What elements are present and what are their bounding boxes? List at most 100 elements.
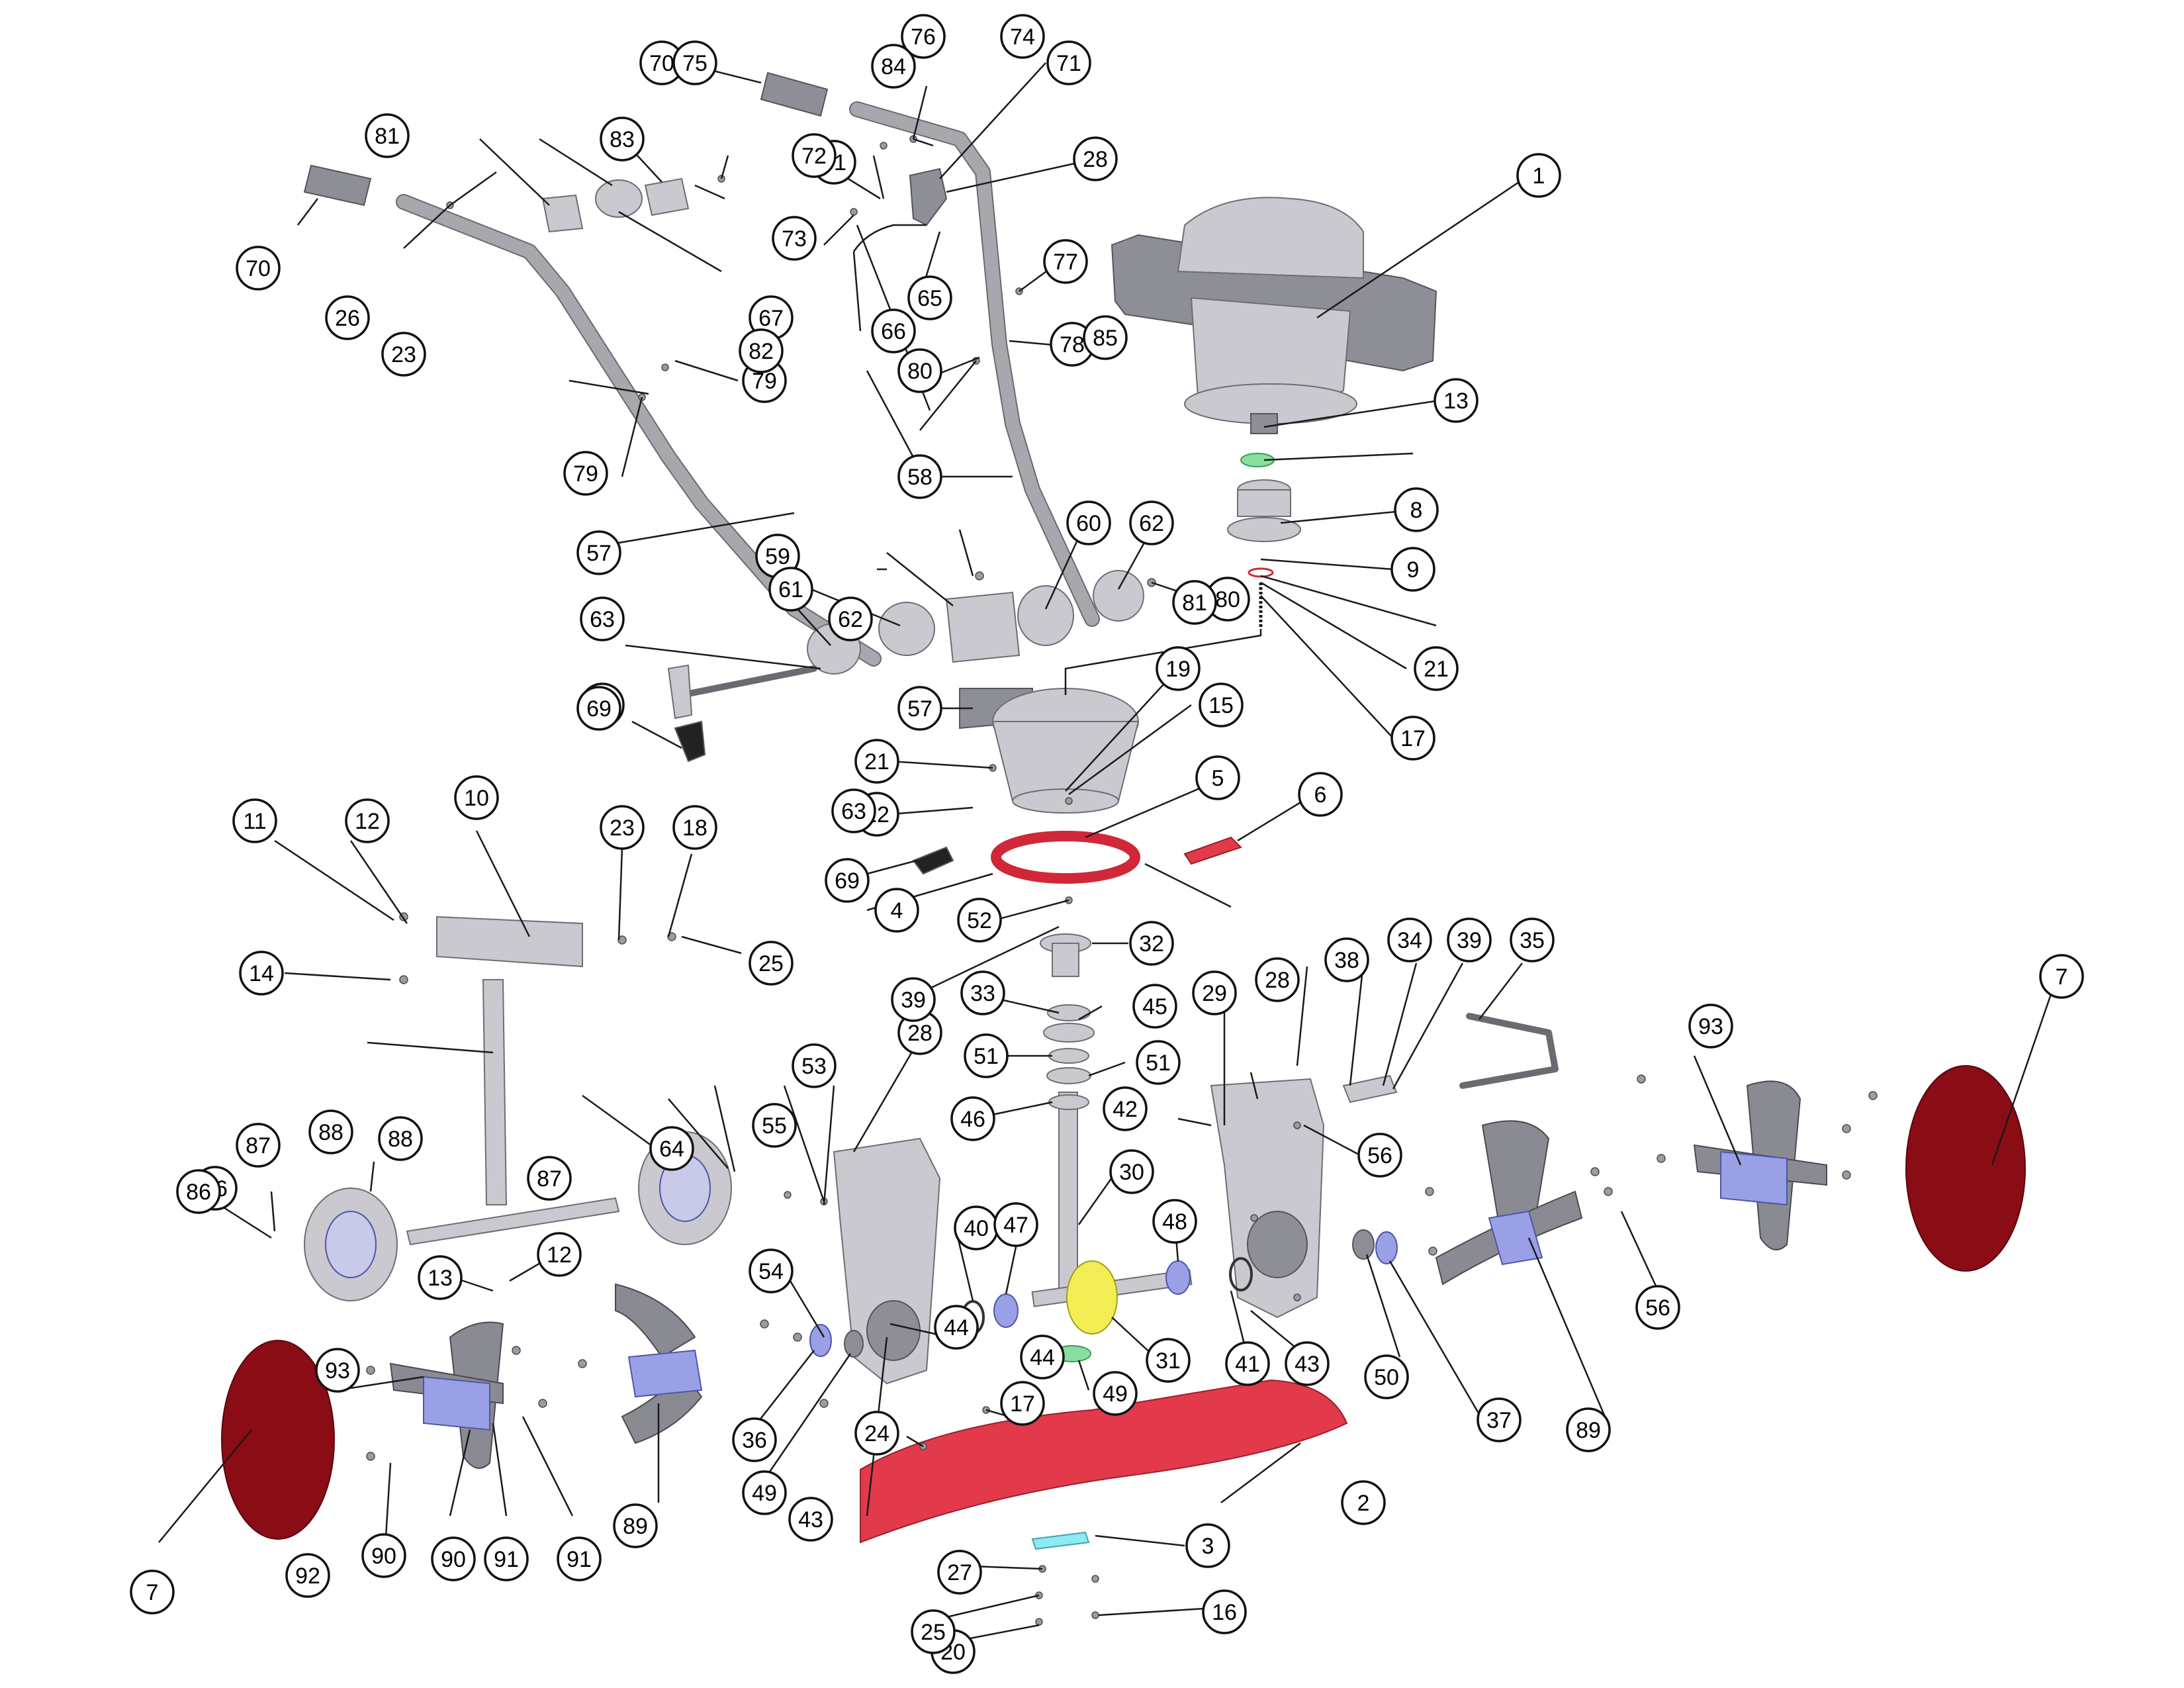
callout-circle <box>1510 917 1555 962</box>
tines-right-inner-part <box>1435 1120 1583 1286</box>
callout-circle <box>176 1169 221 1214</box>
callout-number: 76 <box>911 24 936 50</box>
callout-circle <box>772 216 817 261</box>
callout-17: 17 <box>1390 716 1435 761</box>
callout-17: 17 <box>1000 1381 1045 1426</box>
callout-circle <box>325 295 370 340</box>
callout-44: 44 <box>934 1305 979 1350</box>
throttle-lever-part <box>541 194 584 233</box>
callout-circle <box>672 40 717 85</box>
callout-74: 74 <box>1000 14 1045 59</box>
callout-73: 73 <box>772 216 817 261</box>
callout-circle <box>897 686 942 731</box>
callout-85: 85 <box>1083 315 1128 360</box>
callout-circle <box>563 451 608 496</box>
callout-circle <box>285 1553 330 1598</box>
callout-circle <box>239 951 284 996</box>
callout-circle <box>742 1470 787 1515</box>
callout-circle <box>232 798 277 843</box>
worm-gear-part <box>1066 1260 1118 1335</box>
callout-91: 91 <box>557 1536 602 1581</box>
callout-21: 21 <box>854 739 899 784</box>
callout-number: 53 <box>801 1054 827 1079</box>
callout-13: 13 <box>1433 378 1479 423</box>
callout-number: 30 <box>1119 1160 1144 1185</box>
knob-part <box>674 720 706 763</box>
tines-right-outer-part <box>1693 1080 1827 1250</box>
callout-circle <box>1477 1397 1522 1442</box>
callout-circle <box>1103 1086 1148 1131</box>
callout-64: 64 <box>649 1126 694 1171</box>
drive-stack-part <box>1040 933 1095 1110</box>
callout-circle <box>1136 1040 1181 1085</box>
callout-number: 13 <box>428 1266 453 1291</box>
callout-circle <box>1202 1589 1247 1634</box>
throttle-housing-part <box>644 177 690 216</box>
callout-11: 11 <box>232 798 277 843</box>
callout-number: 43 <box>798 1507 823 1532</box>
callout-circle <box>901 14 946 59</box>
callout-86: 86 <box>176 1169 221 1214</box>
callout-circle <box>828 596 873 641</box>
callout-63: 63 <box>831 788 876 833</box>
callout-21: 21 <box>1414 646 1459 691</box>
callout-number: 23 <box>610 816 635 841</box>
callout-number: 17 <box>1400 726 1426 751</box>
tines-left-outer-part <box>389 1321 504 1469</box>
clamp-band-part <box>991 831 1140 884</box>
callout-circle <box>1566 1407 1611 1452</box>
callout-number: 63 <box>590 607 615 632</box>
grip-left-part <box>303 164 372 207</box>
gearbox-right-part <box>1210 1078 1325 1319</box>
callout-circle <box>1341 1480 1386 1525</box>
callout-number: 24 <box>864 1421 889 1446</box>
callout-24: 24 <box>854 1411 899 1456</box>
callout-number: 28 <box>1265 968 1290 993</box>
grip-right-part <box>760 71 829 117</box>
callout-number: 71 <box>1056 51 1081 76</box>
callout-76: 76 <box>901 14 946 59</box>
callout-number: 92 <box>295 1564 320 1589</box>
callout-1: 1 <box>1516 153 1561 198</box>
callout-38: 38 <box>1324 937 1369 982</box>
callout-number: 17 <box>1010 1391 1035 1417</box>
callout-circle <box>1156 646 1201 691</box>
callout-number: 21 <box>864 749 889 774</box>
callout-circle <box>957 898 1002 943</box>
callout-circle <box>1185 1523 1230 1568</box>
spacer-left-part <box>844 1330 864 1358</box>
callout-circle <box>361 1533 406 1578</box>
callout-circle <box>907 275 952 320</box>
callout-circle <box>934 1305 979 1350</box>
callout-34: 34 <box>1387 917 1432 962</box>
washer-part <box>1248 567 1274 578</box>
callout-number: 28 <box>1083 147 1108 172</box>
callout-29: 29 <box>1192 970 1237 1015</box>
callout-circle <box>1324 937 1369 982</box>
callout-number: 31 <box>1156 1348 1181 1374</box>
callout-number: 79 <box>573 461 598 487</box>
callout-number: 47 <box>1003 1213 1028 1238</box>
callouts: 1234567789101112121313141516171718192021… <box>130 14 2084 1674</box>
disc-right-part <box>1905 1065 2026 1272</box>
callout-number: 58 <box>907 465 933 490</box>
callout-number: 10 <box>464 786 489 811</box>
callout-51: 51 <box>964 1033 1009 1078</box>
callout-57: 57 <box>897 686 942 731</box>
callout-60: 60 <box>1066 500 1111 545</box>
callout-circle <box>1083 315 1128 360</box>
callout-number: 52 <box>967 908 992 933</box>
callout-circle <box>576 686 621 731</box>
callout-47: 47 <box>993 1202 1038 1247</box>
callout-84: 84 <box>871 44 916 89</box>
callout-10: 10 <box>454 775 499 820</box>
hitch-rod-part <box>1459 1013 1559 1089</box>
callout-61: 61 <box>768 567 813 612</box>
callout-number: 41 <box>1235 1352 1260 1377</box>
callout-62: 62 <box>1129 500 1174 545</box>
callout-circle <box>1093 1371 1138 1416</box>
callout-circle <box>854 739 899 784</box>
gearbox-left-part <box>833 1137 941 1385</box>
callout-circle <box>2039 954 2084 999</box>
callout-number: 81 <box>1182 590 1207 616</box>
